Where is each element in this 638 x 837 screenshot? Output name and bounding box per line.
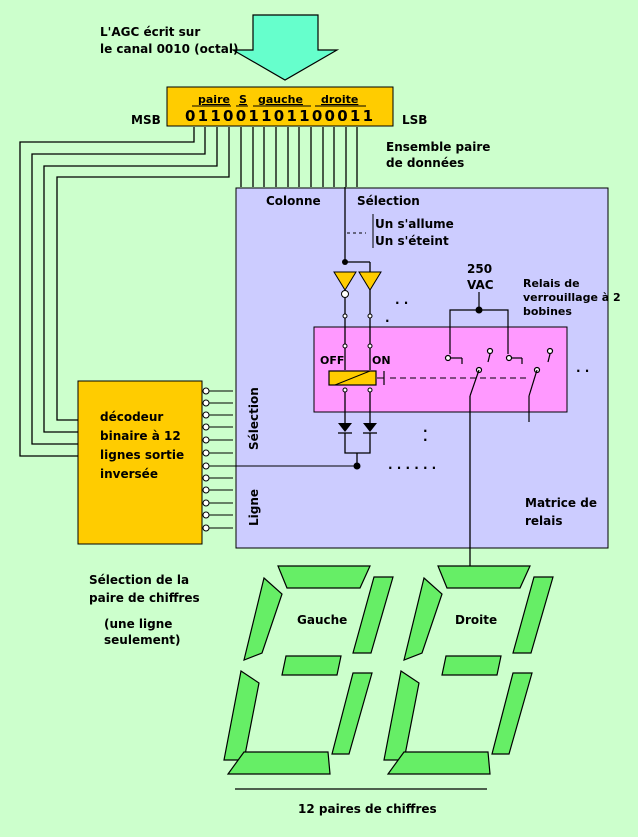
segment-g <box>441 655 502 676</box>
decoder-line1: décodeur <box>100 410 163 424</box>
selection-label: Sélection <box>357 194 420 208</box>
driver-off-icon <box>333 271 357 291</box>
colonne-label: Colonne <box>266 194 321 208</box>
off-text: Un s'éteint <box>375 234 449 248</box>
pair-selection-line4: seulement) <box>104 633 180 647</box>
segment-b <box>512 576 554 654</box>
field-gauche: gauche <box>258 93 303 106</box>
pair-selection-line2: paire de chiffres <box>89 591 200 605</box>
header-line2: le canal 0010 (octal) <box>100 42 238 56</box>
relay-label-line1: Relais de <box>523 277 580 290</box>
column-driver-wires <box>344 187 371 272</box>
junction-dot <box>342 259 348 265</box>
diode-right-icon <box>363 423 377 432</box>
pair-selection-line1: Sélection de la <box>89 573 189 587</box>
seven-segment-right <box>383 565 554 775</box>
segment-e <box>383 669 420 761</box>
relay-box <box>313 326 568 413</box>
coil-wires <box>344 298 371 423</box>
on-text: Un s'allume <box>375 217 454 231</box>
segment-d <box>386 751 491 775</box>
matrix-label-line1: Matrice de <box>525 496 597 510</box>
relay-label-line2: verrouillage à 2 <box>523 291 621 304</box>
on-label: ON <box>372 354 391 367</box>
diode-left-icon <box>338 423 352 432</box>
segment-b <box>352 576 394 654</box>
field-droite: droite <box>321 93 358 106</box>
segment-e <box>223 669 260 761</box>
field-paire: paire <box>198 93 230 106</box>
off-label: OFF <box>320 354 344 367</box>
matrix-label-line2: relais <box>525 514 563 528</box>
ligne-vertical-label: Ligne <box>247 489 261 526</box>
inverter-bubble <box>341 290 349 298</box>
seven-segment-left <box>223 565 394 775</box>
lsb-label: LSB <box>402 113 427 127</box>
field-s: S <box>239 93 247 106</box>
selection-vertical-label: Sélection <box>247 387 261 450</box>
segment-c <box>331 672 373 755</box>
display-left-label: Gauche <box>297 613 347 627</box>
paire-bus-wires <box>19 127 230 457</box>
relay-contacts <box>444 347 554 422</box>
driver-on-icon <box>358 271 382 291</box>
decoder-box <box>77 380 203 545</box>
msb-label: MSB <box>131 113 161 127</box>
register-bits: 011001101100011 <box>185 107 373 125</box>
segment-a <box>277 565 371 589</box>
segment-c <box>491 672 533 755</box>
voltage-line1: 250 <box>467 262 492 276</box>
voltage-line2: VAC <box>467 278 494 292</box>
segment-g <box>281 655 342 676</box>
header-line1: L'AGC écrit sur <box>100 25 200 39</box>
ellipsis-dots: . <box>423 430 428 444</box>
ellipsis-dots: . <box>385 311 390 325</box>
segment-d <box>226 751 331 775</box>
display-right-label: Droite <box>455 613 497 627</box>
decoder-line2: binaire à 12 <box>100 429 181 443</box>
display-caption: 12 paires de chiffres <box>298 802 437 816</box>
data-bus-wires <box>240 127 358 187</box>
data-set-line2: de données <box>386 156 464 170</box>
decoder-line4: inversée <box>100 467 158 481</box>
ellipsis-dots: . . <box>395 293 408 307</box>
input-arrow <box>230 14 340 81</box>
segment-f <box>243 576 283 661</box>
segment-f <box>403 576 443 661</box>
segment-a <box>437 565 531 589</box>
decoder-outputs <box>202 387 210 532</box>
decoder-line3: lignes sortie <box>100 448 184 462</box>
ellipsis-dots: . . . . . . <box>388 458 436 472</box>
data-set-line1: Ensemble paire <box>386 140 490 154</box>
ellipsis-dots: . <box>423 421 428 435</box>
ellipsis-dots: . . <box>576 361 589 375</box>
relay-label-line3: bobines <box>523 305 572 318</box>
pair-selection-line3: (une ligne <box>104 617 172 631</box>
